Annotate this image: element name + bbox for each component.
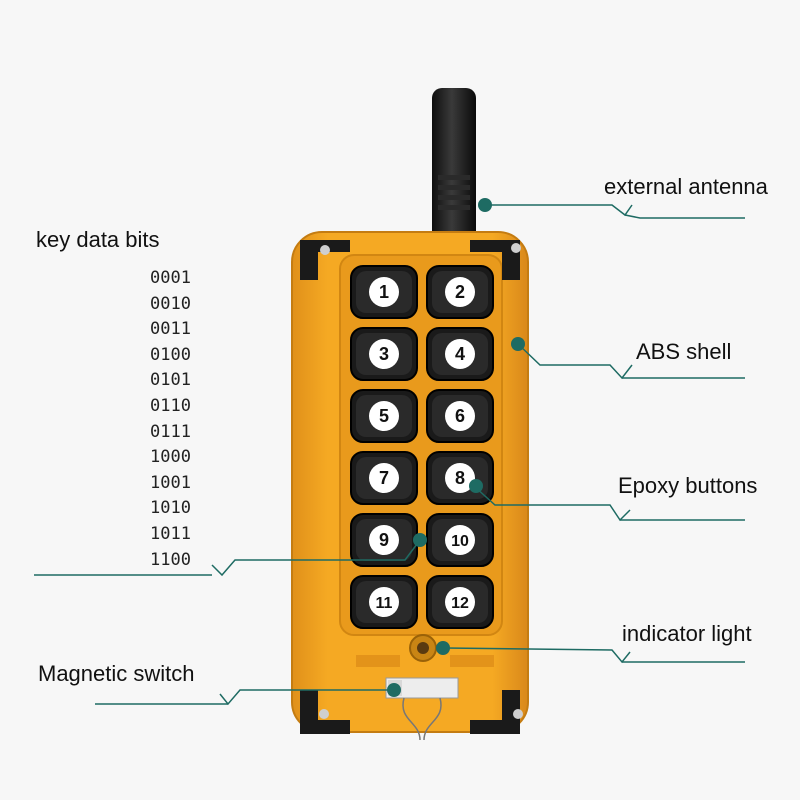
epoxy-button[interactable]: 4 [426,327,494,381]
button-number: 9 [379,530,389,550]
callout-line-magnetic-switch [95,689,393,706]
corner-bracket-bottom-left [300,690,350,734]
callout-line-key-data-bits [34,539,421,577]
epoxy-button[interactable]: 9 [350,513,418,567]
epoxy-button[interactable]: 6 [426,389,494,443]
callout-dot-antenna [478,198,492,212]
callout-dot-key-bits [413,533,427,547]
button-number: 2 [455,282,465,302]
key-bits-item: 0010 [150,293,191,314]
button-number: 4 [455,344,465,364]
key-bits-item: 0101 [150,370,191,391]
button-face [369,587,399,617]
epoxy-button[interactable]: 7 [350,451,418,505]
epoxy-button[interactable]: 8 [426,451,494,505]
label-epoxy-buttons: Epoxy buttons [618,473,758,498]
button-number: 11 [376,595,393,612]
epoxy-button[interactable]: 11 [350,575,418,629]
button-face [445,401,475,431]
callout-line-abs-shell [517,343,745,380]
button-face [369,277,399,307]
label-indicator-light: indicator light [622,621,752,646]
label-key-data-bits: key data bits [36,227,160,252]
button-number: 3 [379,344,389,364]
callout-dot-buttons [469,479,483,493]
button-face [445,463,475,493]
button-face [445,277,475,307]
indicator-light [409,634,437,662]
label-external-antenna: external antenna [604,174,768,199]
button-face [369,339,399,369]
button-face [445,525,475,555]
epoxy-button[interactable]: 10 [426,513,494,567]
key-bits-item: 1001 [150,472,191,493]
corner-bracket-top-left [300,240,350,280]
button-face [369,401,399,431]
button-number: 6 [455,406,465,426]
button-face [369,525,399,555]
button-face [369,463,399,493]
corner-bracket-bottom-right [470,690,523,734]
label-magnetic-switch: Magnetic switch [38,661,195,686]
epoxy-button[interactable]: 2 [426,265,494,319]
callout-line-indicator-light [444,647,745,664]
button-face [445,587,475,617]
key-bits-item: 0111 [150,421,191,442]
epoxy-button[interactable]: 12 [426,575,494,629]
button-number: 12 [451,595,469,612]
key-bits-item: 1011 [150,523,191,544]
key-data-bits-list: 0001 0010 0011 0100 0101 0110 0111 1000 … [150,266,191,573]
key-bits-item: 1100 [150,549,191,570]
button-number: 10 [451,533,469,550]
antenna [432,88,476,258]
epoxy-button[interactable]: 1 [350,265,418,319]
callout-dot-indicator [436,641,450,655]
button-face [445,339,475,369]
key-bits-item: 0100 [150,344,191,365]
button-number: 8 [455,468,465,488]
key-bits-item: 0001 [150,268,191,288]
callout-dot-shell [511,337,525,351]
callout-dot-switch [387,683,401,697]
button-number: 1 [379,282,389,302]
key-bits-item: 1010 [150,498,191,519]
epoxy-button[interactable]: 5 [350,389,418,443]
key-bits-item: 0011 [150,319,191,340]
button-number: 7 [379,468,389,488]
key-bits-item: 1000 [150,447,191,468]
callout-line-epoxy-buttons [474,486,745,522]
label-abs-shell: ABS shell [636,339,732,364]
corner-bracket-top-right [470,240,521,280]
key-bits-item: 0110 [150,395,191,416]
button-number: 5 [379,406,389,426]
callout-line-external-antenna [486,204,745,219]
epoxy-button[interactable]: 3 [350,327,418,381]
